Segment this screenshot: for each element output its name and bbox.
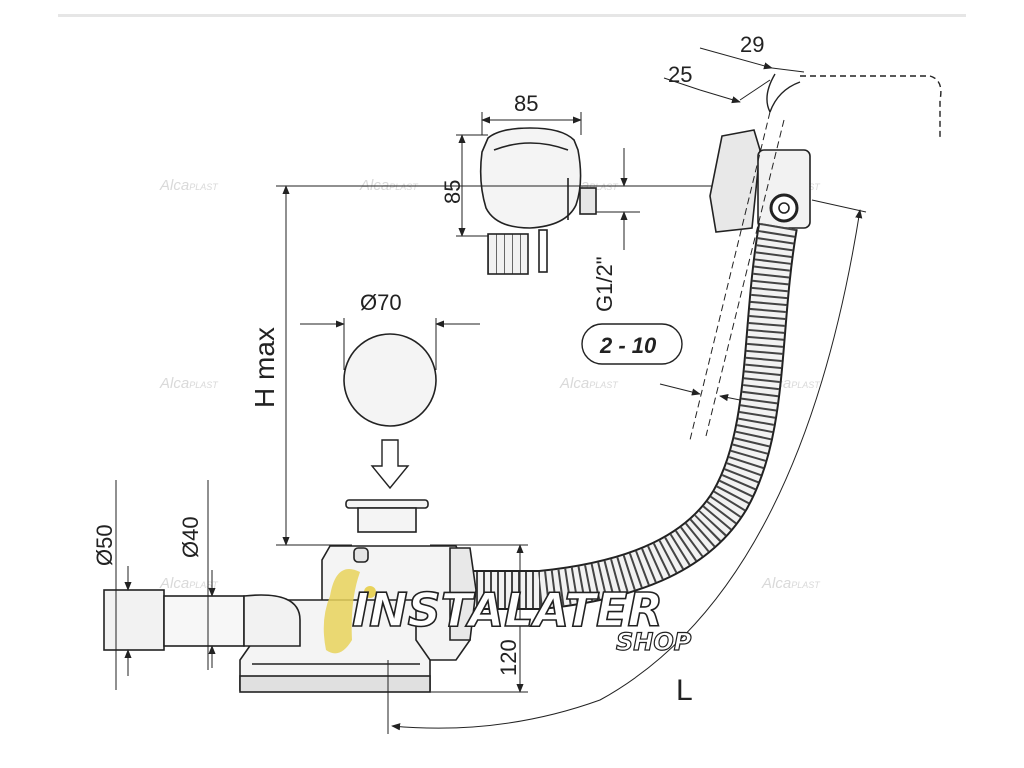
shop-logo-sub: SHOP bbox=[616, 628, 692, 656]
outlet-pipe bbox=[103, 589, 301, 651]
top-divider bbox=[58, 14, 966, 17]
dim-length bbox=[387, 199, 867, 734]
dim-top-inner-label: 25 bbox=[668, 62, 692, 87]
dim-top bbox=[663, 47, 805, 104]
watermark-1: AlcaPLAST bbox=[159, 177, 219, 194]
overflow-cover bbox=[479, 127, 597, 275]
dim-box-width-label: 85 bbox=[514, 91, 538, 116]
watermark-5: AlcaPLAST bbox=[159, 375, 219, 392]
dim-top-outer-label: 29 bbox=[740, 32, 764, 57]
shop-logo-main: INSTALATER bbox=[352, 583, 663, 637]
dim-h-max-label: H max bbox=[249, 327, 280, 408]
watermark-7: AlcaPLAST bbox=[559, 375, 619, 392]
dim-pipe-inner-label: Ø40 bbox=[178, 516, 203, 558]
watermark-10: AlcaPLAST bbox=[761, 575, 821, 592]
dim-cap-label: Ø70 bbox=[360, 290, 402, 315]
dim-thread-label: G1/2" bbox=[592, 256, 617, 312]
dim-120-label: 120 bbox=[496, 639, 521, 676]
watermark-9: AlcaPLAST bbox=[159, 575, 219, 592]
dim-pipe-outer-label: Ø50 bbox=[92, 524, 117, 566]
drain-cap bbox=[300, 318, 480, 490]
dim-box-width bbox=[481, 112, 582, 135]
bath-rim bbox=[766, 73, 942, 138]
dim-pipe bbox=[115, 480, 216, 690]
shop-logo: INSTALATER SHOP bbox=[323, 569, 692, 657]
dim-h-max bbox=[276, 185, 712, 546]
dim-box-height-label: 85 bbox=[440, 180, 465, 204]
dim-thread bbox=[596, 148, 640, 250]
dim-range-label: 2 - 10 bbox=[599, 333, 657, 358]
dim-length-label: L bbox=[676, 674, 693, 707]
corrugated-hose bbox=[470, 222, 798, 610]
